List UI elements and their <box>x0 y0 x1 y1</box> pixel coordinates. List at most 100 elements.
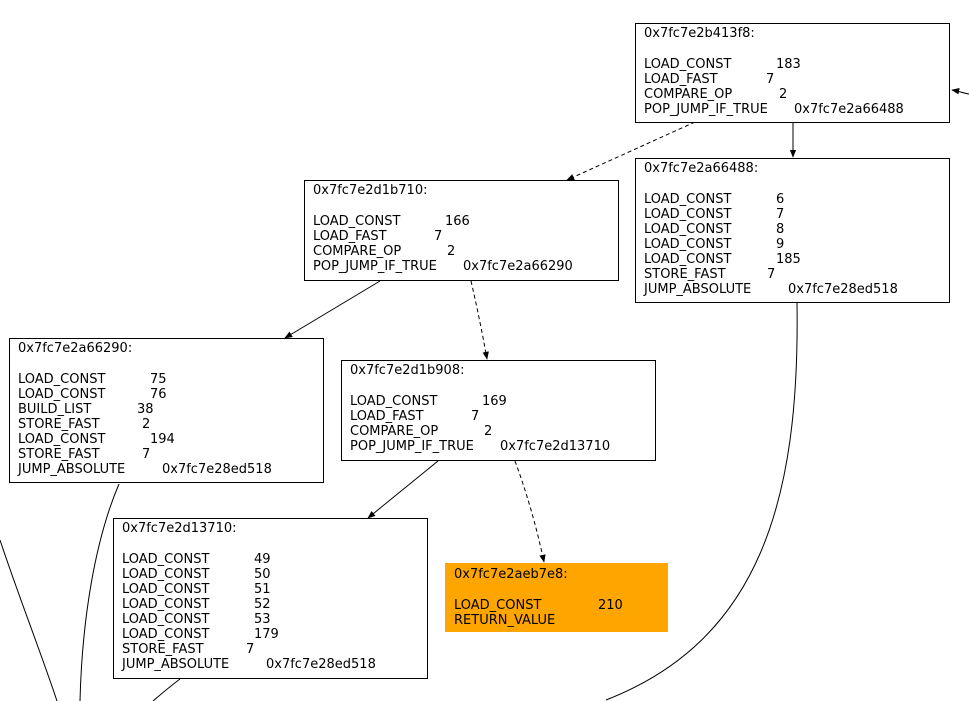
opcode: LOAD_CONST <box>644 192 732 207</box>
opcode: POP_JUMP_IF_TRUE <box>644 102 768 117</box>
operand: 183 <box>776 57 801 72</box>
instruction-row: JUMP_ABSOLUTE 0x7fc7e28ed518 <box>122 657 376 672</box>
operand: 50 <box>254 567 271 582</box>
operand: 38 <box>137 402 154 417</box>
instruction-row: LOAD_CONST 49 <box>122 552 271 567</box>
opcode: LOAD_CONST <box>122 627 210 642</box>
operand: 0x7fc7e2a66290 <box>463 259 573 274</box>
operand: 0x7fc7e28ed518 <box>266 657 376 672</box>
instruction-row: STORE_FAST 2 <box>18 417 150 432</box>
operand: 2 <box>779 87 788 102</box>
opcode: LOAD_CONST <box>644 207 732 222</box>
operand: 7 <box>434 229 443 244</box>
edge-right-incoming <box>951 88 969 95</box>
edge-n1-offscreen <box>605 302 798 701</box>
operand: 53 <box>254 612 271 627</box>
opcode: STORE_FAST <box>122 642 204 657</box>
operand: 76 <box>150 387 167 402</box>
opcode: JUMP_ABSOLUTE <box>18 462 126 477</box>
operand: 0x7fc7e28ed518 <box>788 282 898 297</box>
opcode: LOAD_CONST <box>122 567 210 582</box>
operand: 194 <box>150 432 175 447</box>
block-address: 0x7fc7e2a66488: <box>644 161 759 176</box>
block-address: 0x7fc7e2aeb7e8: <box>454 567 568 582</box>
operand: 7 <box>471 409 480 424</box>
basic-block-n3[interactable]: 0x7fc7e2a66290: LOAD_CONST 75 LOAD_CONST 7… <box>9 338 324 483</box>
instruction-row: STORE_FAST 7 <box>122 642 254 657</box>
block-address: 0x7fc7e2a66290: <box>18 341 133 356</box>
block-address: 0x7fc7e2d1b710: <box>313 183 428 198</box>
opcode: BUILD_LIST <box>18 402 92 417</box>
instruction-row: LOAD_CONST 75 <box>18 372 167 387</box>
operand: 185 <box>776 252 801 267</box>
opcode: LOAD_CONST <box>122 597 210 612</box>
opcode: LOAD_CONST <box>644 222 732 237</box>
operand: 75 <box>150 372 167 387</box>
block-address: 0x7fc7e2d1b908: <box>350 363 465 378</box>
operand: 7 <box>142 447 151 462</box>
instruction-row: LOAD_FAST 7 <box>644 72 774 87</box>
operand: 169 <box>482 394 507 409</box>
operand: 8 <box>776 222 785 237</box>
operand: 2 <box>142 417 151 432</box>
basic-block-n2[interactable]: 0x7fc7e2d1b710: LOAD_CONST 166 LOAD_FAST 7… <box>304 180 619 281</box>
opcode: LOAD_CONST <box>350 394 438 409</box>
operand: 49 <box>254 552 271 567</box>
instruction-row: STORE_FAST 7 <box>18 447 150 462</box>
opcode: LOAD_CONST <box>454 598 542 613</box>
opcode: POP_JUMP_IF_TRUE <box>350 439 474 454</box>
opcode: STORE_FAST <box>18 417 100 432</box>
instruction-row: LOAD_CONST 166 <box>313 214 470 229</box>
operand: 52 <box>254 597 271 612</box>
edge-n0-n2 <box>566 121 696 181</box>
operand: 7 <box>766 72 775 87</box>
opcode: LOAD_CONST <box>122 552 210 567</box>
edge-n2-n4 <box>470 280 489 360</box>
opcode: LOAD_CONST <box>313 214 401 229</box>
instruction-row: LOAD_CONST 50 <box>122 567 271 582</box>
instruction-row: LOAD_CONST 52 <box>122 597 271 612</box>
opcode: LOAD_FAST <box>313 229 387 244</box>
instruction-row: RETURN_VALUE <box>454 613 555 628</box>
operand: 7 <box>246 642 255 657</box>
opcode: COMPARE_OP <box>350 424 439 439</box>
opcode: JUMP_ABSOLUTE <box>122 657 230 672</box>
operand: 166 <box>445 214 470 229</box>
opcode: STORE_FAST <box>18 447 100 462</box>
opcode: POP_JUMP_IF_TRUE <box>313 259 437 274</box>
opcode: LOAD_CONST <box>18 372 106 387</box>
edge-n4-n6 <box>514 460 546 563</box>
opcode: RETURN_VALUE <box>454 613 556 628</box>
edge-n4-n5 <box>367 460 439 519</box>
instruction-row: LOAD_CONST 8 <box>644 222 784 237</box>
opcode: LOAD_FAST <box>644 72 718 87</box>
operand: 9 <box>776 237 785 252</box>
block-address: 0x7fc7e2b413f8: <box>644 26 755 41</box>
instruction-row: LOAD_FAST 7 <box>313 229 442 244</box>
instruction-row: BUILD_LIST 38 <box>18 402 154 417</box>
operand: 2 <box>484 424 493 439</box>
instruction-row: POP_JUMP_IF_TRUE 0x7fc7e2a66290 <box>313 259 573 274</box>
operand: 7 <box>767 267 776 282</box>
edge-n3-offscreen <box>79 483 120 701</box>
